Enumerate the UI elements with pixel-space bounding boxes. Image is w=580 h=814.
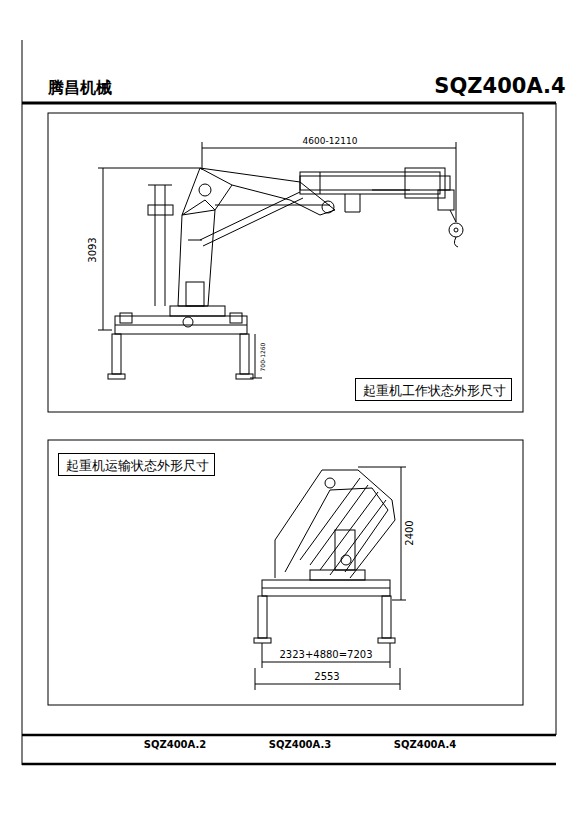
working-crane — [98, 142, 463, 379]
caption-box: 起重机运输状态外形尺寸 — [58, 453, 215, 476]
footer-rule — [22, 763, 556, 766]
dimension: 2400 — [405, 519, 415, 546]
sheet-border — [556, 103, 557, 735]
caption-text: 起重机运输状态外形尺寸 — [66, 459, 207, 472]
dimension: 3093 — [88, 236, 98, 263]
transport-crane — [254, 467, 406, 690]
company-name: 腾昌机械 — [47, 80, 113, 96]
dimension: 2323+4880=7203 — [278, 650, 373, 660]
dimension: 700-1260 — [260, 342, 266, 373]
header-rule — [22, 102, 556, 105]
drawing-number: SQZ400A.3 — [268, 740, 333, 750]
drawing-number: SQZ400A.4 — [393, 740, 458, 750]
caption-box: 起重机工作状态外形尺寸 — [355, 378, 512, 401]
model-number: SQZ400A.4 — [433, 76, 566, 97]
dimension: 2553 — [313, 672, 340, 682]
dimension: 4600-12110 — [302, 137, 359, 146]
panel-frame — [48, 440, 523, 705]
panel-frame — [48, 113, 523, 412]
drawing-number: SQZ400A.2 — [143, 740, 208, 750]
caption-text: 起重机工作状态外形尺寸 — [363, 384, 504, 397]
sheet-border — [22, 40, 23, 765]
footer-rule — [22, 734, 556, 737]
